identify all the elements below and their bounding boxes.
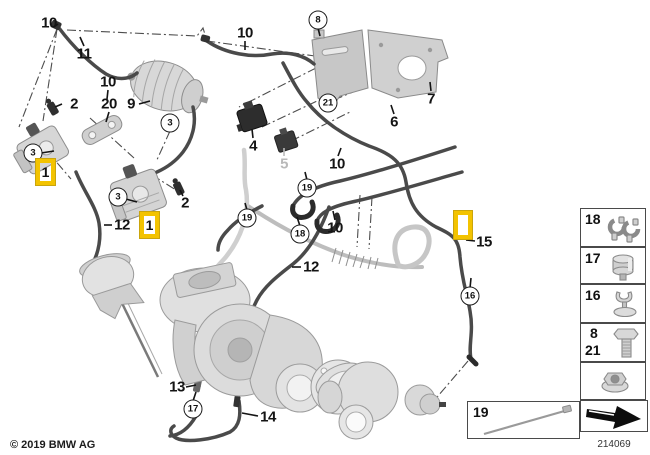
copyright-notice: © 2019 BMW AG (10, 439, 96, 451)
push-clip-icon (613, 291, 637, 318)
solenoid-valve-5-illustration (274, 127, 299, 153)
clip-2-middle-illustration (172, 178, 185, 196)
legend-label-17: 17 (585, 250, 601, 266)
legend-box-direction-arrow (580, 400, 648, 432)
left-actuator-illustration (13, 122, 69, 175)
middle-actuator-illustration (109, 164, 167, 222)
clip-2-left-illustration (45, 98, 59, 116)
legend-label-21: 21 (585, 342, 601, 358)
hose-guide-loop (392, 224, 432, 270)
solenoid-valve-4-illustration (236, 100, 268, 133)
label-tick-lines (40, 23, 476, 417)
legend-box-8-21: 8 21 (580, 323, 646, 362)
legend-label-8: 8 (590, 325, 598, 341)
legend-box-flange-nut (580, 362, 646, 400)
hose-elbow-fittings (290, 199, 479, 367)
legend-label-19: 19 (473, 404, 489, 420)
vacuum-reservoir-illustration (127, 59, 209, 114)
wastegate-actuator-illustration (79, 253, 145, 320)
legend-label-18: 18 (585, 211, 601, 227)
flange-nut-icon (601, 372, 629, 393)
diagram-number: 214069 (597, 439, 631, 450)
egr-valve-illustration (315, 361, 446, 440)
direction-arrow-icon (586, 406, 641, 429)
legend-label-16: 16 (585, 287, 601, 303)
bracket-7-illustration (367, 29, 449, 99)
hex-bolt-icon (613, 328, 639, 358)
bracket-plate-20-illustration (81, 115, 123, 145)
legend-box-18: 18 (580, 208, 646, 247)
vacuum-hoses (57, 26, 474, 443)
bracket-6-illustration (311, 29, 369, 107)
legend-box-16: 16 (580, 284, 646, 323)
legend-box-19: 19 (467, 401, 580, 439)
rubber-grommet-icon (612, 254, 634, 281)
cable-tie-icon (483, 404, 572, 436)
double-hose-clip-icon (607, 216, 641, 243)
actuator-rod-illustration (118, 296, 163, 378)
legend-box-17: 17 (580, 247, 646, 284)
